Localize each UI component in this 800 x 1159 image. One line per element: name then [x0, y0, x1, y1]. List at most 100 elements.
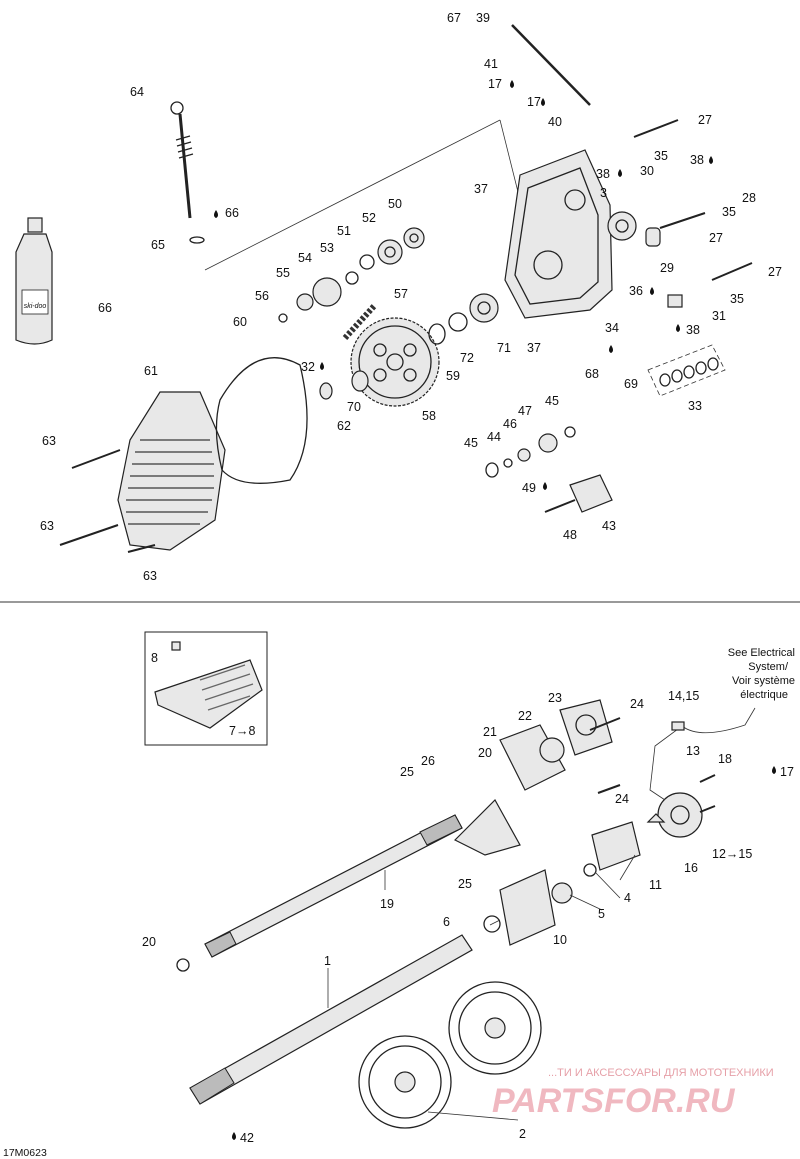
part-label: 18 [718, 752, 732, 766]
part-label: 36 [629, 284, 643, 298]
part-label: 16 [684, 861, 698, 875]
oil-drop-icon [214, 80, 713, 490]
dipstick-part [170, 101, 205, 244]
bearing-part [485, 426, 576, 478]
part-label: 54 [298, 251, 312, 265]
diagram-id: 17M0623 [3, 1147, 47, 1159]
part-label: 64 [130, 85, 144, 99]
part-label: 63 [143, 569, 157, 583]
part-label: 33 [688, 399, 702, 413]
part-label: 1 [324, 954, 331, 968]
part-label: 24 [615, 792, 629, 806]
part-label: 17 [527, 95, 541, 109]
part-label: 65 [151, 238, 165, 252]
plate-part [453, 799, 521, 856]
inset-box [144, 631, 268, 746]
chaincase-cover-part [117, 391, 226, 551]
part-label: 61 [144, 364, 158, 378]
electrical-note: See Electrical System/ Voir système élec… [728, 647, 795, 701]
part-label: 23 [548, 691, 562, 705]
part-label: 39 [476, 11, 490, 25]
part-label: 4 [624, 891, 631, 905]
bolt-part [633, 119, 753, 281]
part-label: 31 [712, 309, 726, 323]
part-label: 35 [730, 292, 744, 306]
part-label: 20 [478, 746, 492, 760]
part-label: 45 [464, 436, 478, 450]
part-label: 72 [460, 351, 474, 365]
part-label: 40 [548, 115, 562, 129]
part-label: 27 [768, 265, 782, 279]
oil-drop-icon [232, 766, 776, 1140]
part-label: 27 [709, 231, 723, 245]
wire-part [649, 707, 756, 801]
bolt-part [59, 449, 156, 553]
watermark-logo: PARTSFOR.RU [492, 1082, 736, 1120]
part-label: 55 [276, 266, 290, 280]
part-label: 34 [605, 321, 619, 335]
part-label: 35 [654, 149, 668, 163]
part-label: 17 [780, 765, 794, 779]
tensioner-block-part [569, 474, 613, 513]
axle-part [189, 934, 473, 1105]
bearing-part [359, 227, 425, 270]
drive-shaft-part [204, 814, 463, 958]
part-label: 70 [347, 400, 361, 414]
shim-part [659, 357, 719, 387]
lead-line [204, 119, 501, 271]
bearing-part [428, 293, 499, 345]
part-label: 66 [98, 301, 112, 315]
spacer-part [351, 370, 369, 392]
part-label: 58 [422, 409, 436, 423]
note-line-3: Voir système [732, 675, 795, 687]
speed-sensor-part [657, 792, 703, 838]
part-label: 10 [553, 933, 567, 947]
bearing-part [551, 882, 573, 904]
part-label: 25 [458, 877, 472, 891]
part-label: 28 [742, 191, 756, 205]
part-label: 50 [388, 197, 402, 211]
part-label: 37 [527, 341, 541, 355]
part-label: 49 [522, 481, 536, 495]
part-label: 24 [630, 697, 644, 711]
part-label: 32 [301, 360, 315, 374]
part-label: 37 [474, 182, 488, 196]
part-label: 12→15 [712, 847, 752, 861]
sprocket-part [278, 271, 359, 323]
bearing-housing-part [499, 699, 613, 791]
part-label: 7→8 [229, 724, 255, 738]
part-label: 43 [602, 519, 616, 533]
bolt-head-part [319, 382, 333, 400]
part-label: 45 [545, 394, 559, 408]
part-label: 66 [225, 206, 239, 220]
part-label: 38 [686, 323, 700, 337]
part-label: 60 [233, 315, 247, 329]
part-label: 17 [488, 77, 502, 91]
watermark-line-1: ...ТИ И АКСЕССУАРЫ ДЛЯ МОТОТЕХНИКИ [548, 1067, 774, 1079]
part-label: 20 [142, 935, 156, 949]
seal-part [607, 211, 637, 241]
chaincase-housing-part [504, 149, 613, 319]
part-label: 46 [503, 417, 517, 431]
part-label: 3 [600, 186, 607, 200]
part-label: 59 [446, 369, 460, 383]
note-line-2: System/ [748, 661, 789, 673]
part-label: 62 [337, 419, 351, 433]
part-label: 63 [42, 434, 56, 448]
part-label: 5 [598, 907, 605, 921]
part-label: 69 [624, 377, 638, 391]
part-label: 13 [686, 744, 700, 758]
part-label: 27 [698, 113, 712, 127]
part-label: 48 [563, 528, 577, 542]
circlip-part [176, 958, 190, 972]
part-label: 30 [640, 164, 654, 178]
part-label: 56 [255, 289, 269, 303]
part-label: 38 [690, 153, 704, 167]
tensioner-part [645, 227, 661, 247]
seal-part [483, 915, 501, 933]
bottle-text: ski-doo [24, 303, 47, 310]
part-label: 52 [362, 211, 376, 225]
drive-sprocket-part [358, 981, 542, 1129]
part-label: 25 [400, 765, 414, 779]
